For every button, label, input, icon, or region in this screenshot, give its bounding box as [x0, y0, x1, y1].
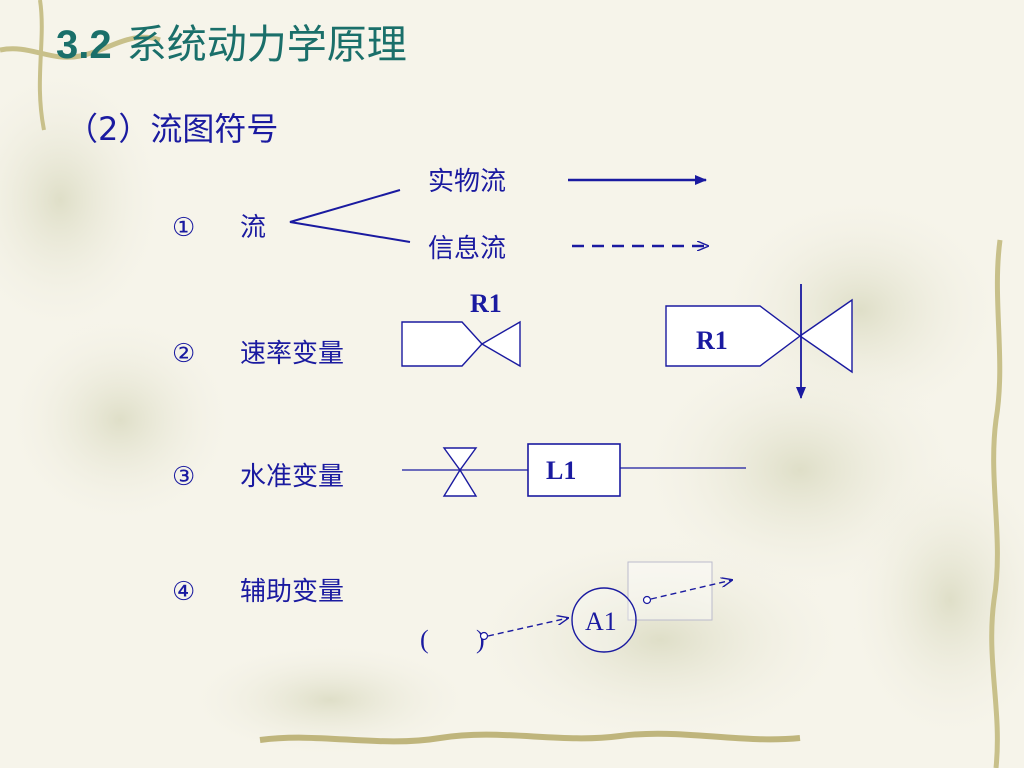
aux-output-arrow: [650, 580, 732, 600]
section-subtitle: （2）流图符号: [66, 110, 278, 148]
rate-large-symbol: [665, 305, 802, 367]
level-valve-bottom: [442, 468, 478, 497]
material-flow-label: 实物流: [428, 167, 506, 197]
aux-output-node: [642, 595, 652, 605]
info-flow-label: 信息流: [428, 234, 506, 264]
item-1-label: 流: [240, 213, 266, 243]
aux-input-arrow: [487, 618, 568, 637]
rate-small-valve: [480, 320, 521, 368]
item-4-label: 辅助变量: [240, 577, 344, 607]
aux-circle: [571, 587, 637, 653]
page-title: 3.2 系统动力学原理: [56, 22, 407, 68]
item-2-label: 速率变量: [240, 339, 344, 369]
rate-large-label: R1: [696, 326, 728, 355]
rate-large-valve: [798, 298, 853, 374]
flow-brace: [289, 189, 411, 243]
aux-label: A1: [585, 607, 617, 636]
item-3-number: ③: [172, 462, 195, 492]
rate-small-symbol: [401, 321, 483, 367]
title-number: 3.2: [56, 23, 112, 67]
level-label: L1: [546, 456, 576, 485]
aux-paren-open: (: [420, 625, 429, 654]
title-text: 系统动力学原理: [127, 22, 407, 68]
aux-highlight-box: [627, 561, 713, 621]
item-4-number: ④: [172, 577, 195, 607]
rate-small-label: R1: [470, 289, 502, 318]
item-3-label: 水准变量: [240, 462, 344, 492]
item-1-number: ①: [172, 213, 195, 243]
level-valve-top: [442, 447, 478, 472]
level-box: [527, 443, 621, 497]
aux-input-node: [479, 631, 489, 641]
item-2-number: ②: [172, 339, 195, 369]
aux-paren-close: ): [476, 625, 485, 654]
